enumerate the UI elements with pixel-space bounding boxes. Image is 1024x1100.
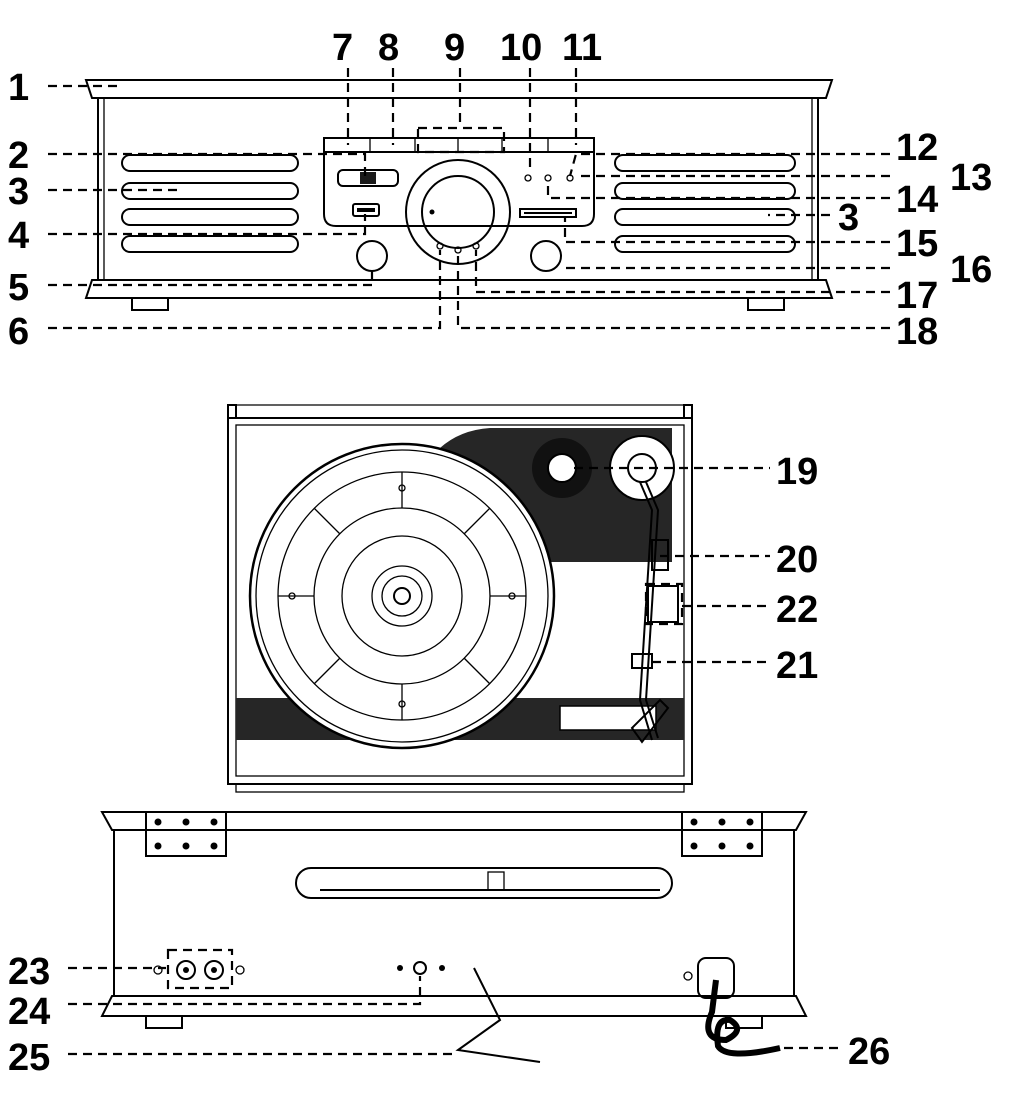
callout-23: 23 xyxy=(8,951,50,993)
callout-labels: 1 2 3 4 5 6 7 8 9 10 11 12 13 14 3 15 16… xyxy=(8,27,992,1079)
callout-12: 12 xyxy=(896,127,938,169)
callout-3-right: 3 xyxy=(838,197,859,239)
front-view xyxy=(48,68,890,330)
callout-20: 20 xyxy=(776,539,818,581)
callout-16: 16 xyxy=(950,249,992,291)
callout-11: 11 xyxy=(562,27,602,69)
top-view xyxy=(227,404,770,793)
callout-25: 25 xyxy=(8,1037,50,1079)
callout-26: 26 xyxy=(848,1031,890,1073)
callout-21: 21 xyxy=(776,645,818,687)
callout-7: 7 xyxy=(332,27,353,69)
callout-6: 6 xyxy=(8,311,29,353)
callout-13: 13 xyxy=(950,157,992,199)
callout-9: 9 xyxy=(444,27,465,69)
callout-17: 17 xyxy=(896,275,938,317)
callout-2: 2 xyxy=(8,135,29,177)
callout-22: 22 xyxy=(776,589,818,631)
callout-1: 1 xyxy=(8,67,29,109)
callout-24: 24 xyxy=(8,991,50,1033)
callout-8: 8 xyxy=(378,27,399,69)
callout-3-left: 3 xyxy=(8,171,29,213)
callout-19: 19 xyxy=(776,451,818,493)
callout-14: 14 xyxy=(896,179,938,221)
back-view xyxy=(68,811,840,1063)
callout-18: 18 xyxy=(896,311,938,353)
callout-5: 5 xyxy=(8,267,29,309)
callout-15: 15 xyxy=(896,223,938,265)
callout-4: 4 xyxy=(8,215,29,257)
callout-10: 10 xyxy=(500,27,542,69)
